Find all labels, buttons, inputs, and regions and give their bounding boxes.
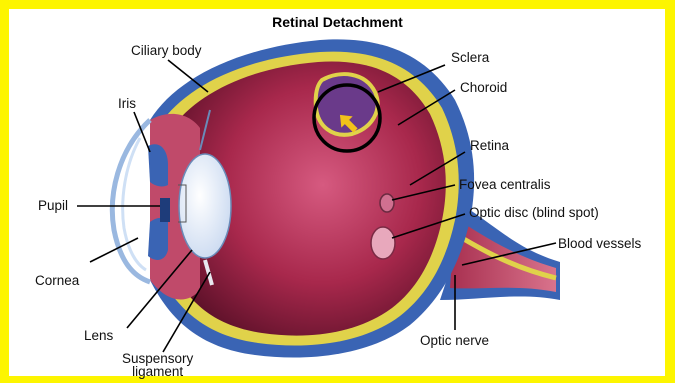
- label-fovea-centralis: Fovea centralis: [459, 177, 551, 192]
- label-blood-vessels: Blood vessels: [558, 236, 641, 251]
- label-suspensory-ligament: Suspensory ligament: [122, 352, 193, 378]
- label-retina: Retina: [470, 138, 509, 153]
- diagram-title: Retinal Detachment: [0, 14, 675, 30]
- cornea-shape: [112, 120, 150, 282]
- label-iris: Iris: [118, 96, 136, 111]
- label-cornea: Cornea: [35, 273, 79, 288]
- label-pupil: Pupil: [38, 198, 68, 213]
- label-optic-nerve: Optic nerve: [420, 333, 489, 348]
- label-ciliary-body: Ciliary body: [131, 43, 202, 58]
- label-choroid: Choroid: [460, 80, 507, 95]
- lens-shape: [179, 154, 231, 258]
- label-optic-disc: Optic disc (blind spot): [469, 205, 599, 220]
- label-sclera: Sclera: [451, 50, 489, 65]
- fovea-centralis-spot: [380, 194, 394, 212]
- label-suspensory-line2: ligament: [132, 364, 183, 379]
- label-lens: Lens: [84, 328, 113, 343]
- pupil-opening: [160, 198, 170, 222]
- optic-disc-spot: [371, 227, 395, 259]
